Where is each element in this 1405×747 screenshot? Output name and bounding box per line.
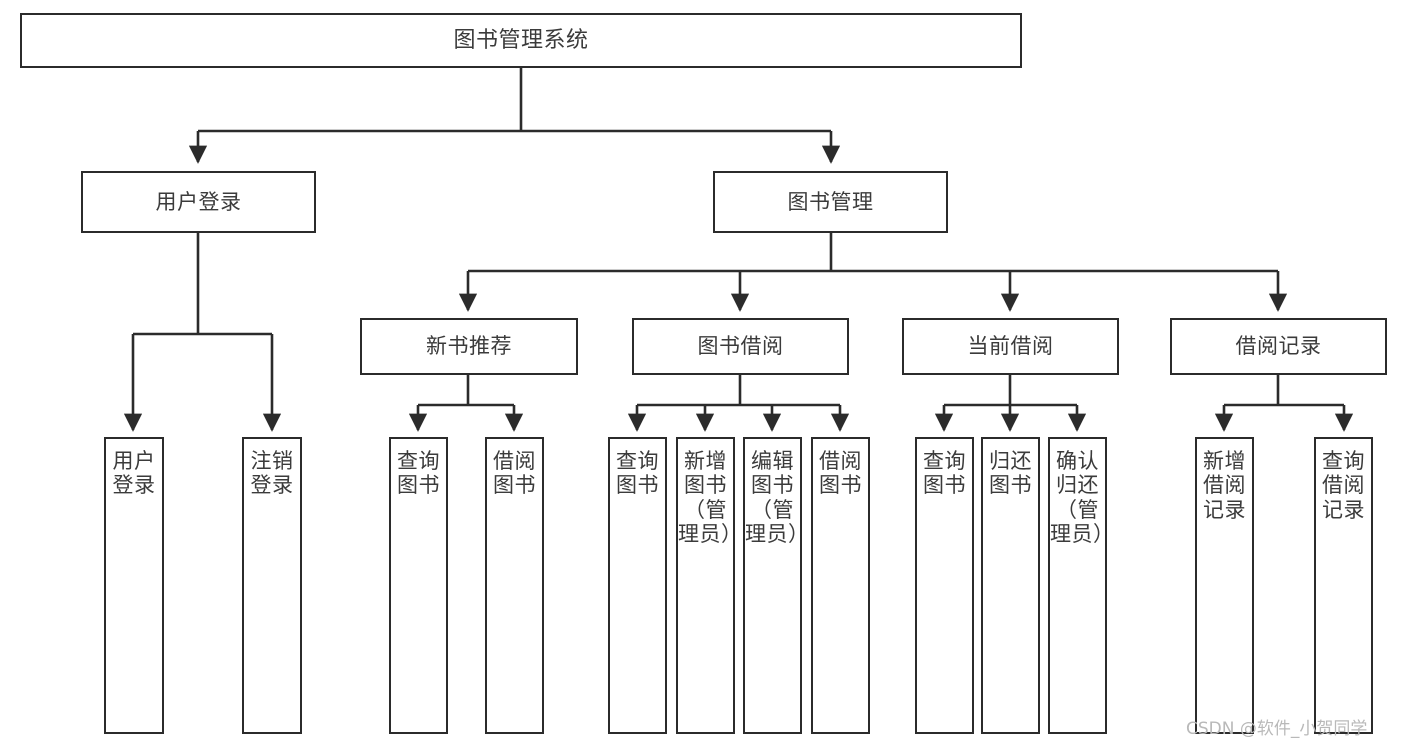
node-label: 查询借阅记录 xyxy=(1322,449,1365,522)
leaf-user-login[interactable]: 用户登录 xyxy=(104,437,164,734)
leaf-record-query-record[interactable]: 查询借阅记录 xyxy=(1314,437,1373,734)
node-label: 用户登录 xyxy=(112,449,156,498)
leaf-record-add-record[interactable]: 新增借阅记录 xyxy=(1195,437,1254,734)
leaf-borrow-borrow-book[interactable]: 借阅图书 xyxy=(811,437,870,734)
node-label: 编辑图书（管理员） xyxy=(745,449,810,547)
leaf-borrow-edit-book-admin[interactable]: 编辑图书（管理员） xyxy=(743,437,810,734)
leaf-user-logout[interactable]: 注销登录 xyxy=(242,437,302,734)
csdn-watermark: CSDN @软件_小贺同学 xyxy=(1186,719,1368,739)
node-label: 借阅图书 xyxy=(819,449,862,498)
node-label: 用户登录 xyxy=(155,189,242,214)
leaf-current-return-book[interactable]: 归还图书 xyxy=(981,437,1040,734)
node-label: 注销登录 xyxy=(250,449,294,498)
node-label: 归还图书 xyxy=(989,449,1032,498)
node-label: 新书推荐 xyxy=(426,334,512,359)
node-borrow-record[interactable]: 借阅记录 xyxy=(1170,318,1387,375)
node-current-borrow[interactable]: 当前借阅 xyxy=(902,318,1119,375)
node-root-system[interactable]: 图书管理系统 xyxy=(20,13,1022,68)
leaf-borrow-query-book[interactable]: 查询图书 xyxy=(608,437,667,734)
node-label: 当前借阅 xyxy=(967,334,1054,359)
node-label: 图书管理系统 xyxy=(453,27,589,53)
node-label: 新增借阅记录 xyxy=(1203,449,1246,522)
node-label: 查询图书 xyxy=(923,449,966,498)
leaf-current-confirm-return-admin[interactable]: 确认归还（管理员） xyxy=(1048,437,1115,734)
node-label: 借阅记录 xyxy=(1235,334,1322,359)
node-label: 查询图书 xyxy=(616,449,659,498)
node-label: 图书管理 xyxy=(787,189,874,214)
leaf-recommend-borrow-book[interactable]: 借阅图书 xyxy=(485,437,544,734)
node-label: 借阅图书 xyxy=(493,449,536,498)
node-new-book-recommend[interactable]: 新书推荐 xyxy=(360,318,578,375)
leaf-borrow-add-book-admin[interactable]: 新增图书（管理员） xyxy=(676,437,743,734)
leaf-recommend-query-book[interactable]: 查询图书 xyxy=(389,437,448,734)
node-label: 查询图书 xyxy=(397,449,440,498)
leaf-current-query-book[interactable]: 查询图书 xyxy=(915,437,974,734)
node-label: 确认归还（管理员） xyxy=(1050,449,1115,547)
node-book-borrow[interactable]: 图书借阅 xyxy=(632,318,849,375)
node-book-management[interactable]: 图书管理 xyxy=(713,171,948,233)
node-user-login[interactable]: 用户登录 xyxy=(81,171,316,233)
node-label: 新增图书（管理员） xyxy=(678,449,743,547)
node-label: 图书借阅 xyxy=(697,334,784,359)
